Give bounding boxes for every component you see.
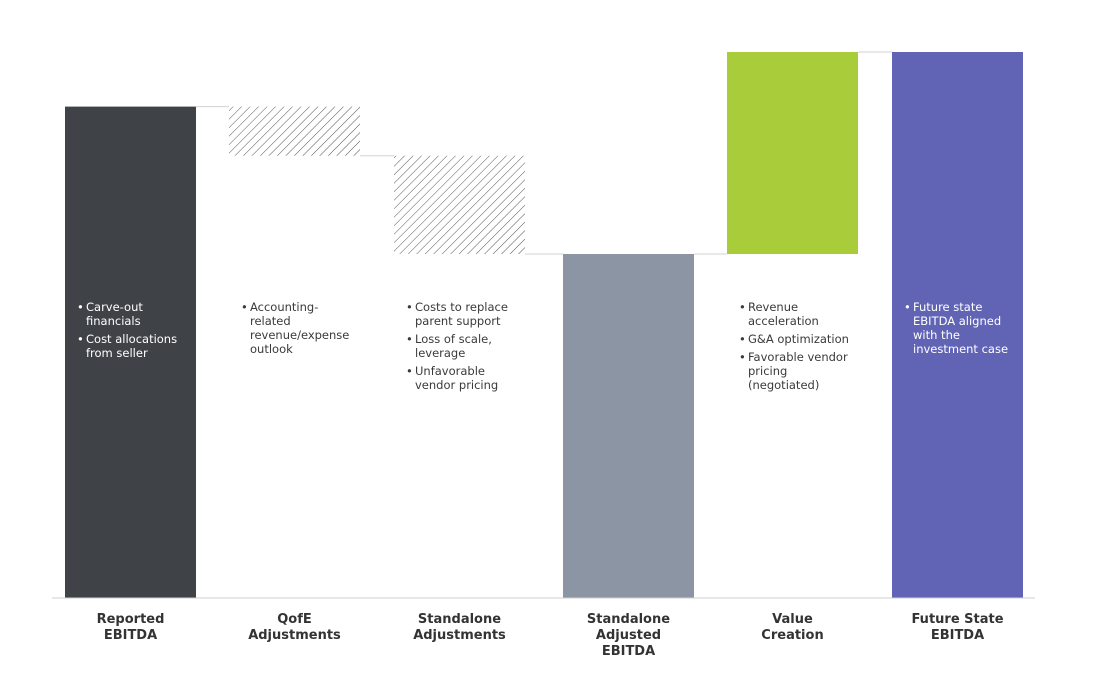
category-label-line: Future State [911, 612, 1004, 627]
bar-note-item: Carve-out financials [77, 300, 194, 328]
bar-note-item: Unfavorable vendor pricing [406, 364, 523, 392]
category-label-line: EBITDA [930, 628, 985, 643]
bar-notes-0: Carve-out financialsCost allocations fro… [77, 300, 194, 364]
bar-note-item: Future state EBITDA aligned with the inv… [904, 300, 1021, 356]
category-label-line: EBITDA [103, 628, 158, 643]
bar-4 [727, 52, 858, 255]
bar-note-item: Cost allocations from seller [77, 332, 194, 360]
category-label-line: Standalone [586, 612, 671, 627]
bar-note-item: Revenue acceleration [739, 300, 856, 328]
category-label-line: Creation [761, 628, 824, 643]
category-label-line: Adjustments [413, 628, 506, 643]
category-label-line: Adjustments [248, 628, 341, 643]
bar-notes-2: Costs to replace parent supportLoss of s… [406, 300, 523, 396]
bar-note-item: Loss of scale, leverage [406, 332, 523, 360]
bar-1 [229, 106, 360, 156]
category-label-line: EBITDA [601, 644, 656, 659]
bar-notes-1: Accounting-related revenue/expense outlo… [241, 300, 358, 360]
bar-note-item: Accounting-related revenue/expense outlo… [241, 300, 358, 356]
category-label-line: Standalone [417, 612, 502, 627]
category-label-line: QofE [277, 612, 312, 627]
bar-note-item: Costs to replace parent support [406, 300, 523, 328]
bar-note-item: Favorable vendor pricing (negotiated) [739, 350, 856, 392]
category-label-line: Adjusted [595, 628, 662, 643]
bar-3 [563, 254, 694, 598]
bar-notes-5: Future state EBITDA aligned with the inv… [904, 300, 1021, 360]
bar-notes-4: Revenue accelerationG&A optimizationFavo… [739, 300, 856, 396]
bar-2 [394, 155, 525, 255]
category-label-line: Value [772, 612, 813, 627]
bar-note-item: G&A optimization [739, 332, 856, 346]
category-label-line: Reported [96, 612, 165, 627]
